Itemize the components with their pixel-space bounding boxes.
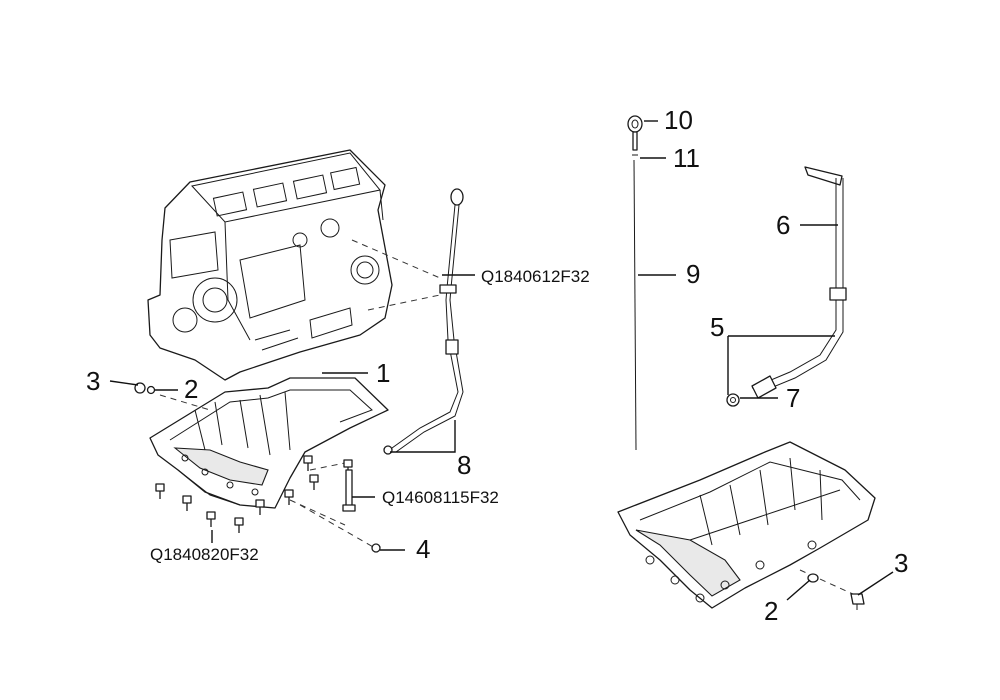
callout-1: 1 bbox=[376, 358, 390, 388]
callout-4: 4 bbox=[416, 534, 430, 564]
callout-labels: 1 3 2 4 8 10 11 9 6 5 7 2 3 Q1840612F32 … bbox=[86, 105, 908, 626]
dipstick-right bbox=[627, 115, 643, 451]
drain-plug-right bbox=[799, 569, 865, 610]
dipstick-tube-right bbox=[726, 166, 847, 407]
callout-9: 9 bbox=[686, 259, 700, 289]
callout-10: 10 bbox=[664, 105, 693, 135]
pan-bolts-left bbox=[134, 382, 381, 553]
code-stud-bolt: Q14608115F32 bbox=[382, 488, 499, 507]
callout-11: 11 bbox=[673, 143, 700, 173]
callout-3-right: 3 bbox=[894, 548, 908, 578]
callout-3-left: 3 bbox=[86, 366, 100, 396]
oil-pan-right bbox=[617, 441, 876, 609]
code-dipstick-bolt: Q1840612F32 bbox=[481, 267, 590, 286]
callout-2-right: 2 bbox=[764, 596, 778, 626]
callout-5: 5 bbox=[710, 312, 724, 342]
engine-block bbox=[147, 149, 393, 381]
code-pan-bolts: Q1840820F32 bbox=[150, 545, 259, 564]
assembly-lines-left bbox=[159, 239, 441, 549]
callout-8: 8 bbox=[457, 450, 471, 480]
leader-lines bbox=[109, 120, 894, 601]
callout-2-left: 2 bbox=[184, 374, 198, 404]
callout-7: 7 bbox=[786, 383, 800, 413]
dipstick-tube-left bbox=[383, 188, 464, 455]
oil-pan-left bbox=[149, 377, 389, 509]
callout-6: 6 bbox=[776, 210, 790, 240]
